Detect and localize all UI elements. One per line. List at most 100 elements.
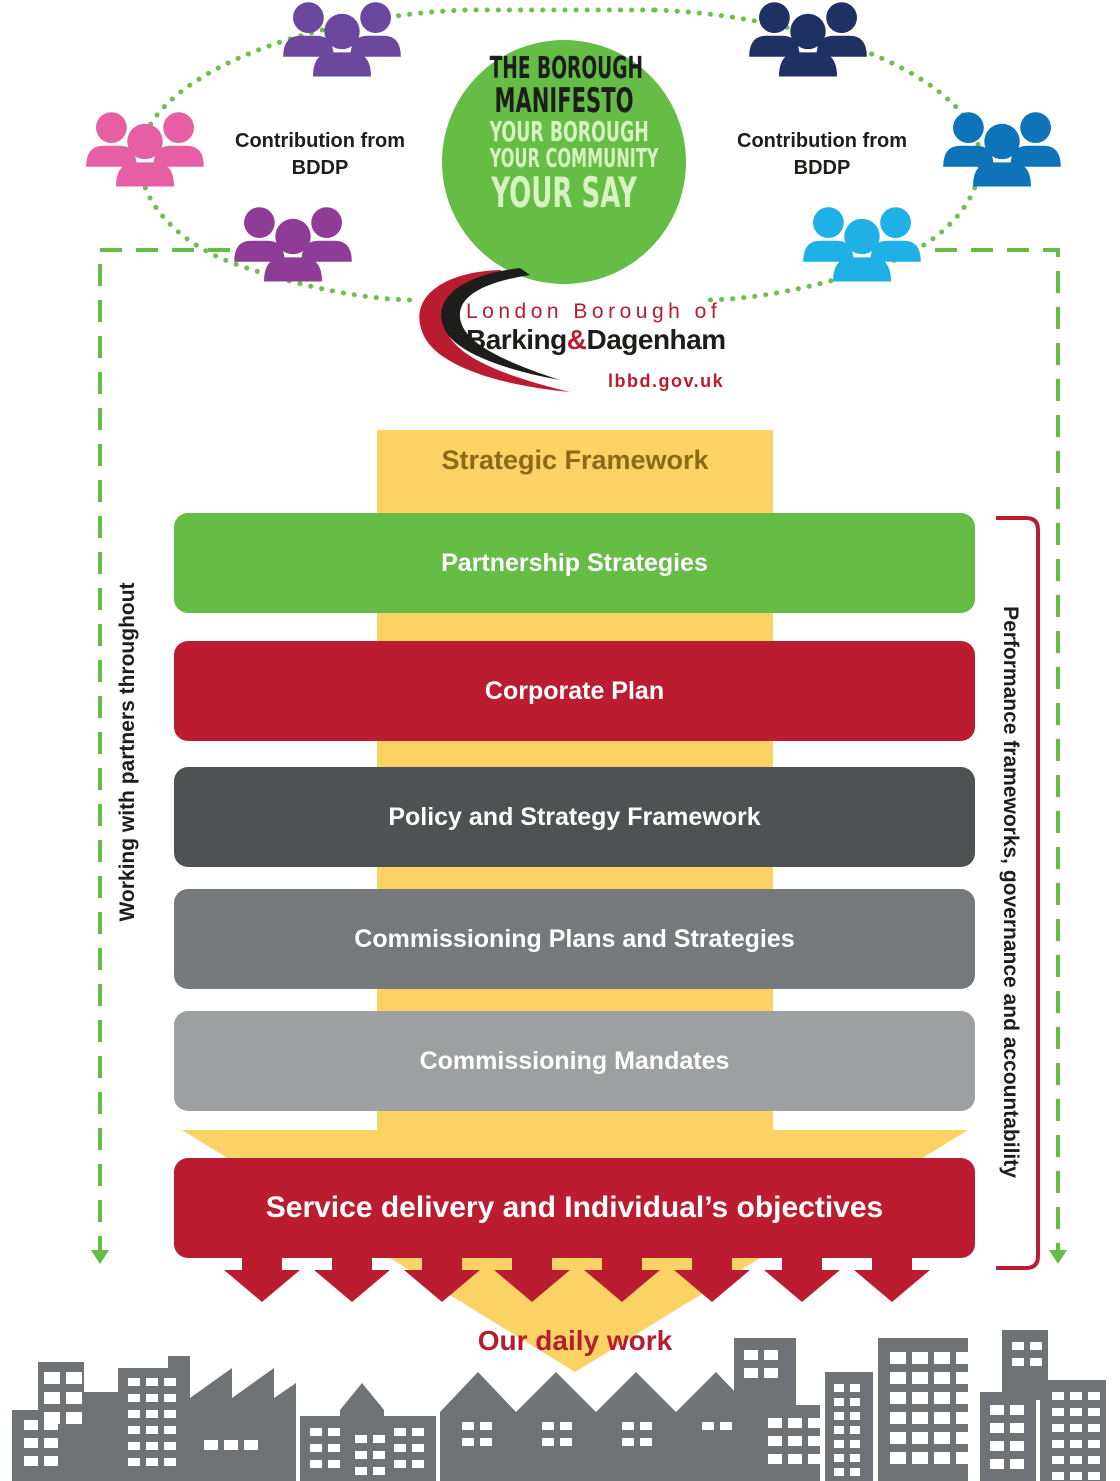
building-window bbox=[850, 1398, 860, 1406]
building-window bbox=[1088, 1408, 1100, 1416]
building-window bbox=[850, 1454, 860, 1462]
building-window bbox=[912, 1352, 928, 1364]
building-window bbox=[1070, 1472, 1082, 1480]
building-window bbox=[164, 1458, 176, 1466]
building-window bbox=[146, 1426, 158, 1434]
building-window bbox=[808, 1418, 822, 1428]
building-window bbox=[622, 1438, 634, 1446]
building-window bbox=[146, 1378, 158, 1386]
building-window bbox=[328, 1428, 340, 1436]
band-partnership-strategies: Partnership Strategies bbox=[174, 513, 975, 613]
building-window bbox=[66, 1372, 82, 1384]
logo-ampersand: & bbox=[566, 324, 587, 355]
building-window bbox=[24, 1420, 38, 1430]
band-corporate-plan: Corporate Plan bbox=[174, 641, 975, 741]
band-service-delivery: Service delivery and Individual’s object… bbox=[174, 1158, 975, 1258]
building-window bbox=[788, 1418, 802, 1428]
right-side-label: Performance frameworks, governance and a… bbox=[999, 606, 1022, 1178]
building-window bbox=[1052, 1456, 1064, 1464]
building-window bbox=[834, 1468, 844, 1476]
building-windows bbox=[24, 1342, 1100, 1480]
building-window bbox=[412, 1444, 424, 1452]
building-window bbox=[744, 1350, 758, 1360]
building-window bbox=[373, 1451, 385, 1459]
building-window bbox=[956, 1412, 972, 1424]
building-window bbox=[355, 1435, 367, 1443]
building-window bbox=[890, 1352, 906, 1364]
building-window bbox=[480, 1422, 492, 1430]
contribution-right-line1: Contribution from bbox=[737, 130, 907, 152]
building-window bbox=[164, 1426, 176, 1434]
building-window bbox=[164, 1442, 176, 1450]
building-window bbox=[808, 1436, 822, 1446]
building-window bbox=[394, 1460, 406, 1468]
building-window bbox=[1052, 1472, 1064, 1480]
building-window bbox=[890, 1432, 906, 1444]
building-window bbox=[934, 1412, 950, 1424]
building-window bbox=[1088, 1440, 1100, 1448]
logo-top-text: London Borough of bbox=[466, 300, 722, 323]
building-window bbox=[44, 1372, 60, 1384]
building-window bbox=[542, 1438, 554, 1446]
building-window bbox=[890, 1392, 906, 1404]
building-window bbox=[622, 1422, 634, 1430]
building-window bbox=[560, 1438, 572, 1446]
building-window bbox=[912, 1392, 928, 1404]
building-window bbox=[310, 1460, 322, 1468]
building-window bbox=[373, 1467, 385, 1475]
building-window bbox=[956, 1452, 972, 1464]
left-side-label: Working with partners throughout bbox=[116, 582, 139, 922]
building-window bbox=[542, 1422, 554, 1430]
building-window bbox=[224, 1440, 238, 1450]
building-window bbox=[394, 1444, 406, 1452]
building-window bbox=[44, 1456, 58, 1466]
building-window bbox=[1030, 1342, 1042, 1350]
building-window bbox=[850, 1426, 860, 1434]
daily-work-label: Our daily work bbox=[477, 1325, 673, 1356]
building-window bbox=[834, 1426, 844, 1434]
logo-barking: Barking bbox=[466, 324, 567, 355]
manifesto-line-2: MANIFESTO bbox=[494, 81, 634, 121]
building-window bbox=[990, 1459, 1004, 1469]
building-window bbox=[66, 1392, 82, 1404]
building-window bbox=[956, 1372, 972, 1384]
building-window bbox=[355, 1451, 367, 1459]
building-window bbox=[788, 1454, 802, 1464]
building-window bbox=[890, 1412, 906, 1424]
building-window bbox=[462, 1422, 474, 1430]
building-window bbox=[328, 1460, 340, 1468]
building-window bbox=[1070, 1392, 1082, 1400]
building-window bbox=[768, 1418, 782, 1428]
manifesto-line-5: YOUR SAY bbox=[491, 168, 637, 217]
building-window bbox=[764, 1350, 778, 1360]
people-group-pink-icon bbox=[86, 112, 204, 186]
building-window bbox=[164, 1410, 176, 1418]
building-window bbox=[462, 1438, 474, 1446]
building-window bbox=[24, 1438, 38, 1448]
building-window bbox=[890, 1372, 906, 1384]
building-window bbox=[788, 1436, 802, 1446]
partners-dashed-arrow-left bbox=[91, 248, 230, 1264]
building-window bbox=[808, 1454, 822, 1464]
building-window bbox=[128, 1426, 140, 1434]
manifesto-circle bbox=[442, 40, 686, 284]
building-window bbox=[128, 1378, 140, 1386]
building-window bbox=[1070, 1424, 1082, 1432]
building-window bbox=[328, 1444, 340, 1452]
building-window bbox=[146, 1394, 158, 1402]
building-window bbox=[310, 1444, 322, 1452]
building-window bbox=[394, 1428, 406, 1436]
building-window bbox=[768, 1454, 782, 1464]
building-window bbox=[934, 1372, 950, 1384]
building-window bbox=[24, 1456, 38, 1466]
building-window bbox=[128, 1410, 140, 1418]
building-window bbox=[1012, 1342, 1024, 1350]
logo-dagenham: Dagenham bbox=[586, 324, 726, 355]
building-window bbox=[1070, 1456, 1082, 1464]
building-window bbox=[1010, 1423, 1024, 1433]
building-window bbox=[640, 1438, 652, 1446]
building-window bbox=[912, 1452, 928, 1464]
building-window bbox=[990, 1405, 1004, 1415]
building-window bbox=[164, 1394, 176, 1402]
building-window bbox=[1070, 1440, 1082, 1448]
